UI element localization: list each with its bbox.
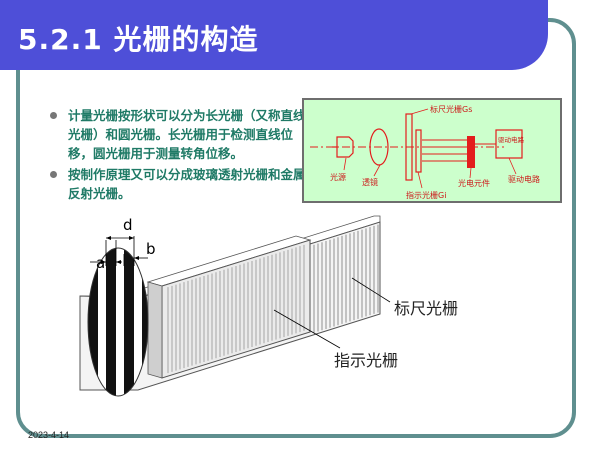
slide-title: 5.2.1 光栅的构造 [18,23,259,56]
leader-line [469,167,472,179]
arrow-icon [116,260,121,264]
index-grating-lines [167,244,305,374]
bullet-list: 计量光栅按形状可以分为长光栅（又称直线光栅）和圆光栅。长光栅用于检测直线位移，圆… [48,106,308,205]
title-bar: 5.2.1 光栅的构造 [0,0,548,70]
leader-line [508,157,517,175]
stripe-bar [124,248,134,396]
index-grating-side-face [147,281,163,379]
dim-label-a: a [96,254,105,272]
lens-label: 透镜 [362,177,378,187]
magnified-stripes [88,248,148,396]
bullet-item: 按制作原理又可以分成玻璃透射光栅和金属反射光栅。 [48,165,308,203]
stripe-bar [88,248,98,396]
scale-grating-lines [313,224,379,333]
bullet-dot-icon [50,171,57,178]
scale-grating-label: 标尺光栅Gs [430,104,472,114]
stripe-bar [142,248,148,396]
light-source-label: 光源 [330,172,346,182]
magnifier-ellipse [87,247,149,397]
leader-line [410,108,429,115]
scale-grating-icon [405,113,413,181]
grating-figure: d a b 标尺光栅 指示光栅 [79,215,458,397]
photo-element-icon [467,152,475,160]
drive-circuit-label: 驱动电路 [508,174,540,184]
optics-diagram-svg: 驱动电路 光源 透镜 标尺光栅Gs 指示光栅Gi 光电元件 驱动电路 [310,104,540,200]
bullet-text: 按制作原理又可以分成玻璃透射光栅和金属反射光栅。 [68,167,306,201]
leader-line [417,171,423,189]
bullet-dot-icon [50,112,57,119]
index-grating-icon [415,129,422,173]
index-grating-label: 指示光栅Gi [406,190,446,200]
photo-element-icon [467,136,475,144]
drive-box-icon [495,129,523,159]
scale-grating-label: 标尺光栅 [394,299,458,318]
photo-element-icon [467,144,475,152]
optics-diagram: 驱动电路 光源 透镜 标尺光栅Gs 指示光栅Gi 光电元件 驱动电路 [302,98,562,203]
arrow-icon [101,260,106,264]
photo-element-label: 光电元件 [458,178,490,188]
arrow-icon [106,236,111,240]
drive-box-label: 驱动电路 [498,135,525,144]
arrow-icon [134,256,139,260]
bullet-text: 计量光栅按形状可以分为长光栅（又称直线光栅）和圆光栅。长光栅用于检测直线位移，圆… [68,108,306,161]
leader-line [373,164,381,177]
bullet-item: 计量光栅按形状可以分为长光栅（又称直线光栅）和圆光栅。长光栅用于检测直线位移，圆… [48,106,308,163]
leader-line [273,309,341,349]
photo-element-icon [467,160,475,168]
light-source-icon [336,136,354,158]
lens-icon [369,128,389,166]
index-grating-label: 指示光栅 [334,351,398,370]
arrow-icon [129,236,134,240]
leader-line [343,157,347,171]
footer-date: 2023-4-14 [28,430,70,440]
dim-label-d: d [123,216,133,234]
stripe-bar [106,248,116,396]
dim-label-b: b [146,240,156,258]
leader-line [351,277,391,303]
